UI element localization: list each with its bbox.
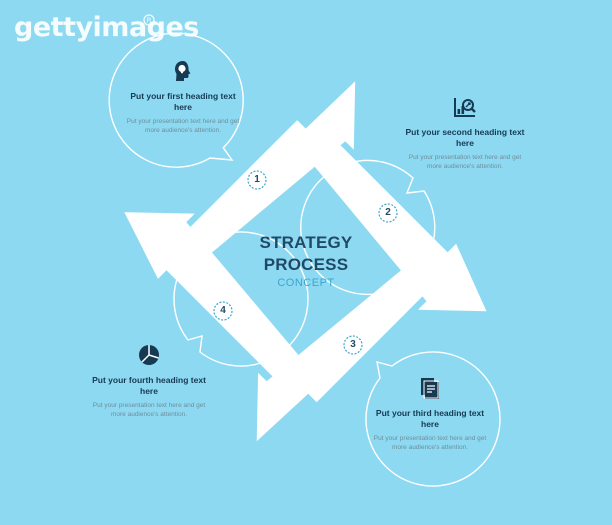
- step-number-4: 4: [220, 305, 226, 316]
- step-circle-4: [213, 301, 233, 321]
- step-markers: [213, 170, 398, 355]
- arrow-3: [256, 266, 429, 442]
- bubble-outline-1: [108, 32, 244, 168]
- center-title-line1: STRATEGY: [259, 233, 353, 252]
- process-arrows: [124, 81, 487, 442]
- step-2-callout: Put your second heading text here Put yo…: [405, 95, 525, 171]
- center-subtitle: CONCEPT: [277, 277, 335, 289]
- step-4-description: Put your presentation text here and get …: [92, 402, 206, 418]
- step-number-1: 1: [254, 174, 260, 185]
- registered-mark-icon: R: [143, 14, 155, 26]
- step-circle-2: [378, 203, 398, 223]
- step-3-callout: Put your third heading text here Put you…: [370, 376, 490, 452]
- arrow-1: [185, 81, 356, 256]
- arrow-2: [312, 140, 487, 312]
- step-3-description: Put your presentation text here and get …: [373, 435, 487, 451]
- head-idea-icon: [175, 61, 191, 81]
- svg-text:R: R: [147, 17, 152, 25]
- step-number-3: 3: [350, 339, 356, 350]
- step-1-callout: Put your first heading text here Put you…: [123, 59, 243, 135]
- step-2-heading: Put your second heading text here: [405, 127, 525, 148]
- step-4-callout: Put your fourth heading text here Put yo…: [89, 343, 209, 419]
- arrow-4: [124, 212, 302, 383]
- step-4-heading: Put your fourth heading text here: [92, 375, 206, 396]
- step-circle-1: [247, 170, 267, 190]
- gettyimages-watermark: gettyimages: [14, 12, 199, 43]
- step-1-description: Put your presentation text here and get …: [126, 118, 240, 134]
- documents-icon: [421, 378, 439, 399]
- pie-chart-icon: [139, 345, 159, 365]
- step-circle-3: [343, 335, 363, 355]
- step-1-heading: Put your first heading text here: [130, 91, 236, 112]
- step-3-heading: Put your third heading text here: [375, 408, 485, 429]
- bubble-outline-3: [365, 351, 501, 487]
- center-title-line2: PROCESS: [263, 255, 349, 274]
- step-number-2: 2: [385, 207, 391, 218]
- step-2-description: Put your presentation text here and get …: [408, 154, 522, 170]
- chart-magnifier-icon: [454, 98, 476, 117]
- center-title: STRATEGY PROCESS CONCEPT: [236, 232, 376, 289]
